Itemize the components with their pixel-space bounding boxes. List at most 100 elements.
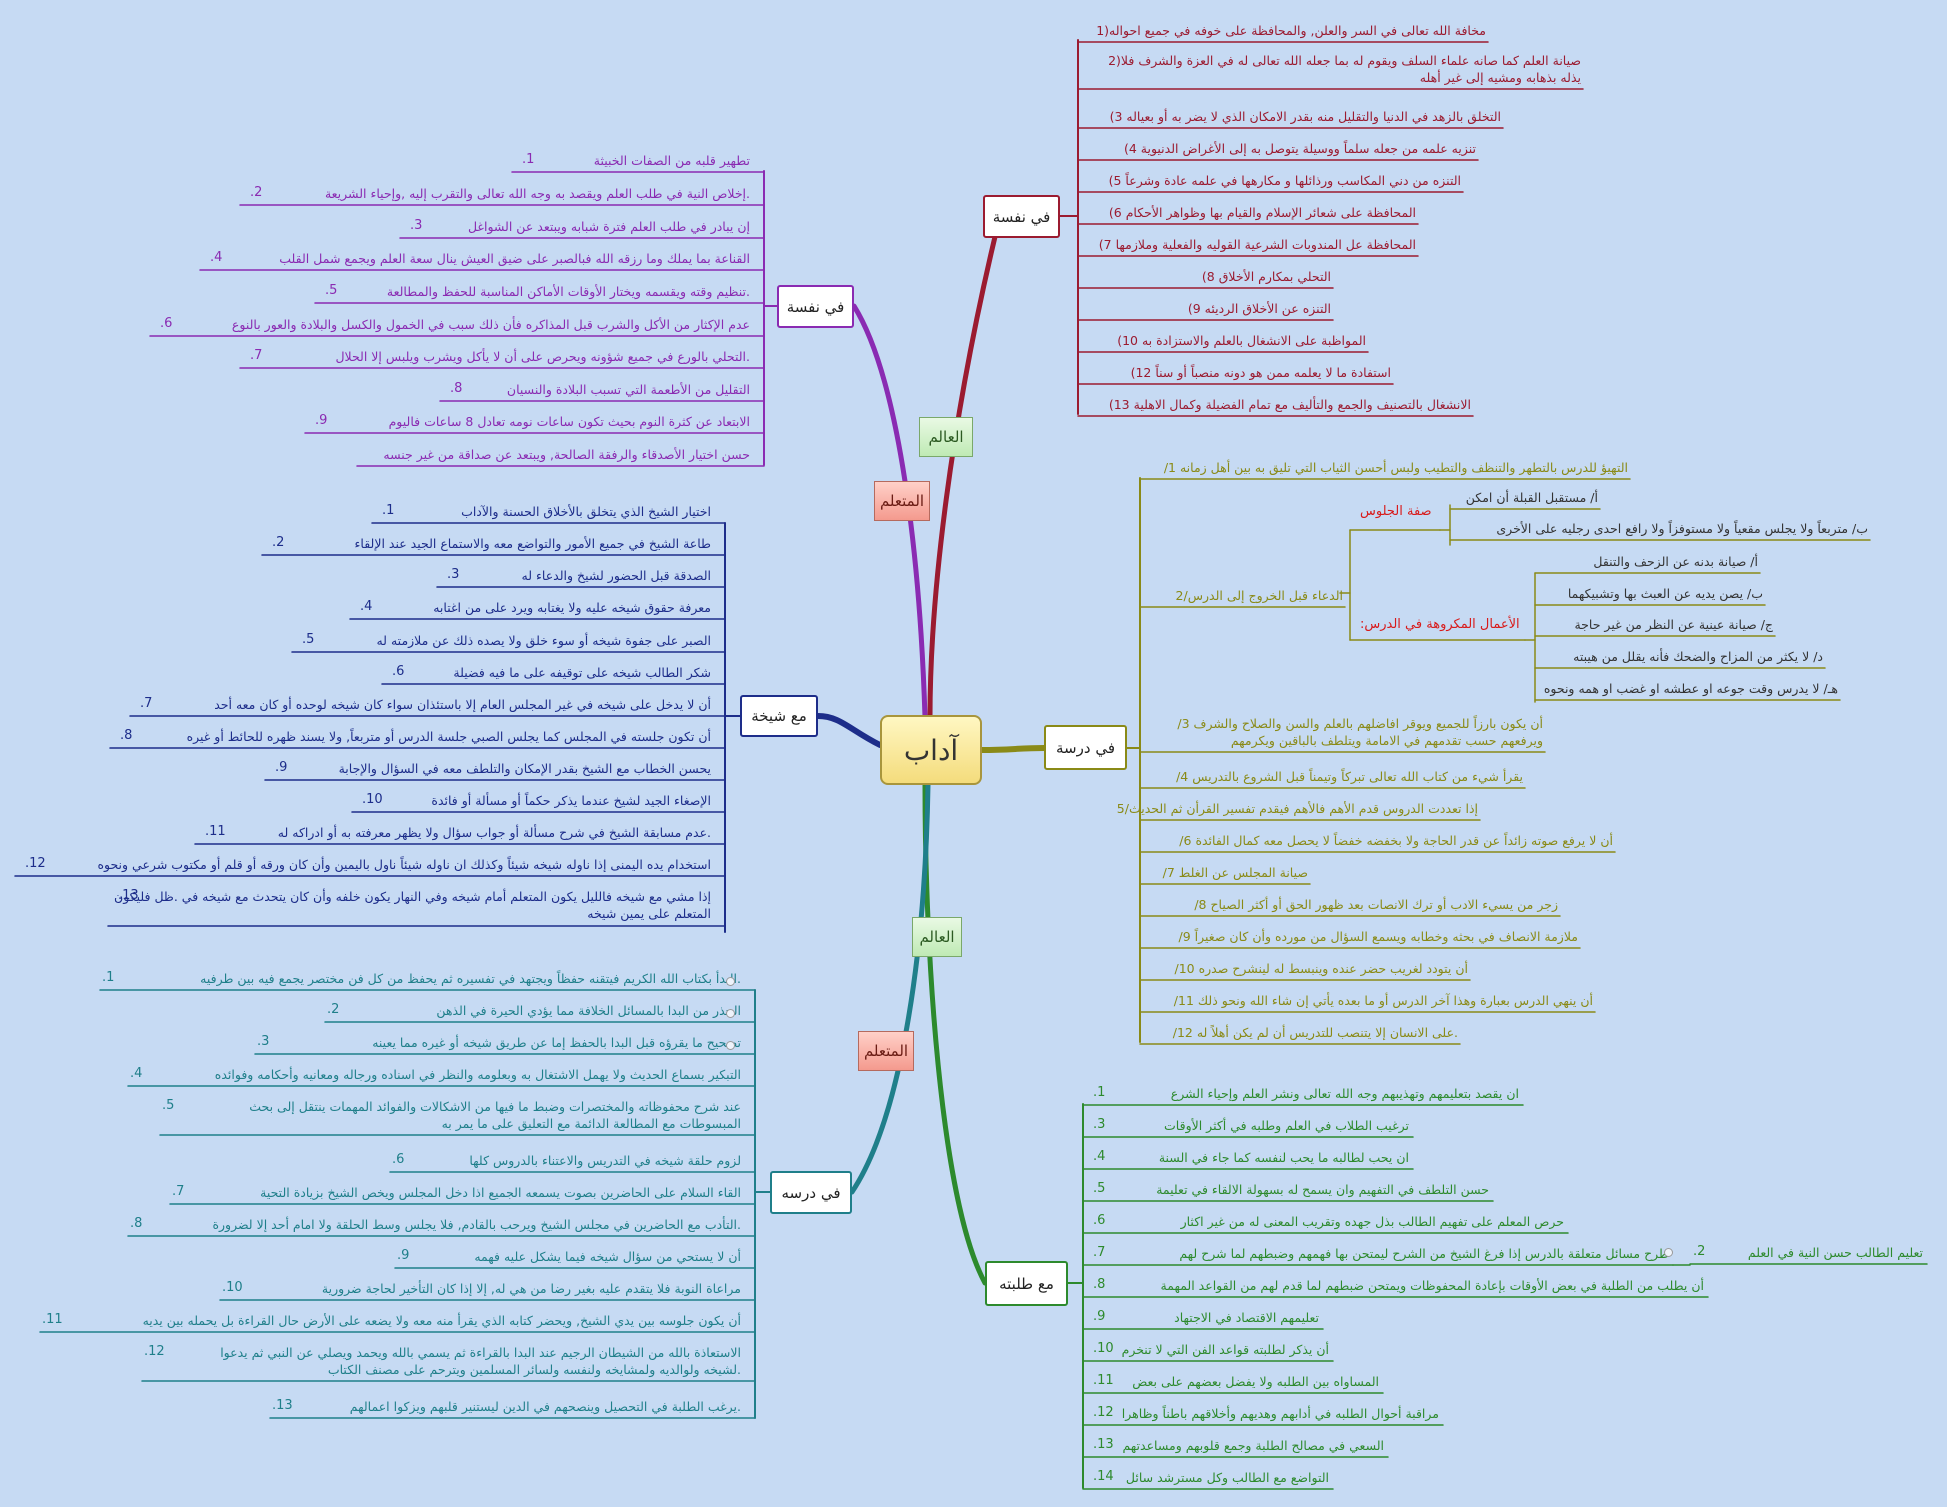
- scholar-self-item[interactable]: التحلي بمكارم الأخلاق 8): [1201, 269, 1331, 284]
- scholar-self-item[interactable]: التخلق بالزهد في الدنيا والتقليل منه بقد…: [1109, 109, 1501, 124]
- learner-lesson-item[interactable]: القاء السلام على الحاضرين بصوت يسمعه الج…: [260, 1185, 741, 1200]
- learner-lesson-item[interactable]: الاستعاذة بالله من الشيطان الرجيم عند ال…: [220, 1345, 741, 1377]
- disliked-item[interactable]: د/ لا يكثر من المزاح والضحك فأنه يقلل من…: [1573, 649, 1823, 664]
- collapse-toggle[interactable]: [726, 977, 735, 986]
- tag-learner-top[interactable]: المتعلم: [874, 481, 930, 521]
- learner-lesson-item[interactable]: أن يكون جلوسه بين يدي الشيخ, ويحضر كتابه…: [142, 1313, 741, 1328]
- scholar-students-item[interactable]: ان يحب لطالبه ما يحب لنفسه كما جاء في ال…: [1158, 1150, 1409, 1165]
- learner-self-item[interactable]: .إخلاص النية في طلب العلم ويقصد به وجه ا…: [324, 186, 750, 201]
- learner-sheikh-item[interactable]: أن لا يدخل على شيخه في غير المجلس العام …: [214, 697, 711, 712]
- learner-self-item[interactable]: التقليل من الأطعمة التي تسبب البلادة وال…: [506, 382, 750, 397]
- learner-lesson-item[interactable]: مراعاة النوبة فلا يتقدم عليه بغير رضا من…: [321, 1281, 741, 1296]
- collapse-toggle[interactable]: [1664, 1248, 1673, 1257]
- learner-sheikh-node[interactable]: مع شيخة: [740, 695, 818, 737]
- scholar-lesson-item[interactable]: إذا تعددت الدروس قدم الأهم فالأهم فيقدم …: [1116, 801, 1478, 816]
- scholar-lesson-item[interactable]: أن لا يرفع صوته زائداً عن قدر الحاجة ولا…: [1179, 833, 1613, 848]
- learner-lesson-item[interactable]: الحذر من البدا بالمسائل الخلافة مما يؤدي…: [436, 1003, 741, 1018]
- scholar-self-item[interactable]: المحافظة على شعائر الإسلام والقيام بها و…: [1108, 205, 1416, 220]
- learner-self-item[interactable]: القناعة بما يملك وما رزقه الله فبالصبر ع…: [279, 251, 750, 266]
- disliked-item[interactable]: هـ/ لا يدرس وقت جوعه او عطشه او غضب او ه…: [1543, 681, 1838, 696]
- learner-lesson-item[interactable]: أن لا يستحي من سؤال شيخه فيما يشكل عليه …: [474, 1249, 741, 1264]
- scholar-self-node[interactable]: في نفسة: [983, 195, 1060, 238]
- collapse-toggle[interactable]: [726, 1041, 735, 1050]
- learner-self-item[interactable]: .التحلي بالورع في جميع شؤونه ويحرص على أ…: [335, 349, 750, 364]
- scholar-students-item[interactable]: المساواه بين الطلبه ولا يفضل بعضهم على ب…: [1132, 1374, 1379, 1389]
- scholar-self-item[interactable]: مخافة الله تعالى في السر والعلن, والمحاف…: [1096, 23, 1486, 38]
- scholar-students-item[interactable]: ان يقصد بتعليمهم وتهذيبهم وجه الله تعالى…: [1170, 1086, 1519, 1101]
- learner-self-item[interactable]: تطهير قلبه من الصفات الخبيثة: [593, 153, 750, 168]
- sitting-item[interactable]: أ/ مستقبل القبلة أن امكن: [1465, 490, 1598, 505]
- learner-self-item[interactable]: .تنظيم وقته ويقسمه ويختار الأوقات الأماك…: [386, 284, 750, 299]
- learner-lesson-item[interactable]: عند شرح محفوظاته والمختصرات وضبط ما فيها…: [249, 1099, 741, 1131]
- learner-lesson-item[interactable]: .التأدب مع الحاضرين في مجلس الشيخ ويرحب …: [212, 1217, 741, 1232]
- scholar-lesson-item[interactable]: أن ينهي الدرس بعبارة وهذا آخر الدرس أو م…: [1173, 993, 1593, 1008]
- learner-self-item[interactable]: الابتعاد عن كثرة النوم بحيث تكون ساعات ن…: [388, 414, 750, 429]
- item-number: 10.: [222, 1280, 243, 1295]
- central-topic[interactable]: آداب: [880, 715, 982, 785]
- scholar-self-item[interactable]: التنزه عن الأخلاق الرديئه 9): [1187, 301, 1331, 316]
- scholar-self-item[interactable]: استفادة ما لا يعلمه ممن هو دونه منصباً أ…: [1130, 365, 1391, 380]
- item-number: 2.: [250, 185, 263, 200]
- learner-sheikh-item[interactable]: اختيار الشيخ الذي يتخلق بالأخلاق الحسنة …: [461, 504, 711, 519]
- disliked-item[interactable]: أ/ صيانة بدنه عن الزحف والتنقل: [1593, 554, 1758, 569]
- learner-lesson-item[interactable]: التبكير بسماع الحديث ولا يهمل الاشتغال ب…: [214, 1067, 741, 1082]
- scholar-students-node[interactable]: مع طلبته: [985, 1261, 1068, 1306]
- scholar-lesson-item[interactable]: أن يتودد لغريب حضر عنده وينبسط له لينشرح…: [1174, 961, 1469, 976]
- sitting-item[interactable]: ب/ متربعاً ولا يجلس مقعياً ولا مستوفزاً …: [1496, 521, 1868, 536]
- scholar-students-item[interactable]: مراقبة أحوال الطلبه في أدابهم وهديهم وأخ…: [1121, 1406, 1439, 1421]
- tag-scholar-bottom[interactable]: العالم: [912, 917, 962, 957]
- learner-sheikh-item[interactable]: يحسن الخطاب مع الشيخ بقدر الإمكان والتلط…: [338, 761, 711, 776]
- learner-lesson-node[interactable]: في درسه: [770, 1171, 852, 1214]
- disliked-item[interactable]: ب/ يصن يديه عن العبث بها وتشبيكهما: [1567, 586, 1763, 601]
- collapse-toggle[interactable]: [726, 1009, 735, 1018]
- scholar-lesson-item[interactable]: يقرأ شيء من كتاب الله تعالى تبركاً وتيمن…: [1176, 769, 1523, 784]
- item-number: 5.: [325, 283, 338, 298]
- scholar-self-item[interactable]: المحافظة عل المندوبات الشرعية القوليه وا…: [1098, 237, 1416, 252]
- scholar-lesson-item[interactable]: .على الانسان إلا يتنصب للتدريس أن لم يكن…: [1172, 1025, 1458, 1040]
- learner-sheikh-item[interactable]: استخدام يده اليمنى إذا ناوله شيخه شيئاً …: [97, 857, 711, 872]
- scholar-lesson-item[interactable]: زجر من يسيء الادب أو ترك الانصات بعد ظهو…: [1194, 897, 1558, 912]
- learner-sheikh-item[interactable]: الصبر على جفوة شيخه أو سوء خلق ولا يصده …: [376, 633, 711, 648]
- learner-sheikh-item[interactable]: إذا مشي مع شيخه فالليل يكون المتعلم أمام…: [114, 889, 711, 921]
- learner-lesson-item[interactable]: .البدأ بكتاب الله الكريم فيتقنه حفظاً وي…: [200, 971, 741, 986]
- learner-sheikh-item[interactable]: الإصغاء الجيد لشيخ عندما يذكر حكماً أو م…: [431, 793, 711, 808]
- scholar-lesson-node[interactable]: في درسة: [1044, 725, 1127, 770]
- learner-lesson-item[interactable]: لزوم حلقة شيخه في التدريس والاعتناء بالد…: [469, 1153, 741, 1168]
- scholar-students-extra[interactable]: تعليم الطالب حسن النية في العلم: [1747, 1245, 1923, 1260]
- learner-sheikh-item[interactable]: .عدم مسابقة الشيخ في شرح مسألة أو جواب س…: [277, 825, 711, 840]
- scholar-self-item[interactable]: صيانة العلم كما صانه علماء السلف ويقوم ل…: [1108, 53, 1581, 85]
- learner-self-node[interactable]: في نفسة: [777, 285, 854, 328]
- scholar-lesson-item[interactable]: الدعاء قبل الخروج إلى الدرس/2: [1175, 588, 1343, 603]
- learner-self-item[interactable]: حسن اختيار الأصدقاء والرفقة الصالحة, ويب…: [383, 447, 750, 462]
- scholar-self-item[interactable]: الانشغال بالتصنيف والجمع والتأليف مع تما…: [1108, 397, 1471, 412]
- scholar-students-item[interactable]: حرص المعلم على تفهيم الطالب بذل جهده وتق…: [1180, 1214, 1564, 1229]
- learner-self-item[interactable]: عدم الإكثار من الأكل والشرب قبل المذاكره…: [231, 317, 750, 332]
- learner-sheikh-item[interactable]: معرفة حقوق شيخه عليه ولا يغتابه ويرد على…: [433, 600, 711, 615]
- scholar-lesson-item[interactable]: أن يكون بارزاً للجميع ويوقر افاضلهم بالع…: [1177, 716, 1543, 748]
- scholar-self-item[interactable]: المواظبة على الانشغال بالعلم والاستزادة …: [1117, 333, 1366, 348]
- item-number: 9.: [275, 760, 288, 775]
- scholar-students-item[interactable]: ترغيب الطلاب في العلم وطلبه في أكثر الأو…: [1164, 1118, 1409, 1133]
- tag-learner-bottom[interactable]: المتعلم: [858, 1031, 914, 1071]
- learner-self-item[interactable]: إن يبادر في طلب العلم فترة شبابه ويبتعد …: [467, 219, 750, 234]
- scholar-self-item[interactable]: تنزيه علمه من جعله سلماً ووسيلة يتوصل به…: [1123, 141, 1476, 156]
- learner-sheikh-item[interactable]: شكر الطالب شيخه على توقيفه على ما فيه فض…: [453, 665, 711, 680]
- scholar-students-item[interactable]: طرح مسائل متعلقة بالدرس إذا فرغ الشيخ من…: [1179, 1246, 1669, 1261]
- scholar-students-item[interactable]: حسن التلطف في التفهيم وان يسمح له بسهولة…: [1156, 1182, 1489, 1197]
- scholar-lesson-item[interactable]: التهيؤ للدرس بالتطهر والتنظف والتطيب ولب…: [1163, 460, 1628, 475]
- scholar-lesson-item[interactable]: ملازمة الانصاف في بحثه وخطابه ويسمع السؤ…: [1178, 929, 1578, 944]
- learner-sheikh-item[interactable]: الصدقة قبل الحضور لشيخ والدعاء له: [521, 568, 711, 583]
- scholar-students-item[interactable]: تعليمهم الاقتصاد في الاجتهاد: [1174, 1310, 1319, 1325]
- scholar-students-item[interactable]: السعي في مصالح الطلبة وجمع قلوبهم ومساعد…: [1122, 1438, 1384, 1453]
- scholar-students-item[interactable]: التواضع مع الطالب وكل مسترشد سائل: [1125, 1470, 1329, 1485]
- disliked-item[interactable]: ج/ صيانة عينية عن النظر من غير حاجة: [1574, 617, 1773, 632]
- learner-sheikh-item[interactable]: طاعة الشيخ في جميع الأمور والتواضع معه و…: [354, 536, 711, 551]
- learner-sheikh-item[interactable]: أن تكون جلسته في المجلس كما يجلس الصبي ج…: [186, 729, 711, 744]
- scholar-self-item[interactable]: التنزه من دني المكاسب ورذائلها و مكارهها…: [1108, 173, 1461, 188]
- tag-scholar-top[interactable]: العالم: [919, 417, 973, 457]
- scholar-students-item[interactable]: أن يذكر لطلبته قواعد الفن التي لا تنخرم: [1121, 1342, 1329, 1357]
- learner-lesson-item[interactable]: .يرغب الطلبة في التحصيل وينصحهم في الدين…: [349, 1399, 741, 1414]
- scholar-lesson-item[interactable]: صيانة المجلس عن الغلط 7/: [1162, 865, 1308, 880]
- learner-lesson-item[interactable]: تصحيح ما يقرؤه قبل البدا بالحفظ إما عن ط…: [372, 1035, 741, 1050]
- scholar-students-item[interactable]: أن يطلب من الطلبة في بعض الأوقات بإعادة …: [1160, 1278, 1704, 1293]
